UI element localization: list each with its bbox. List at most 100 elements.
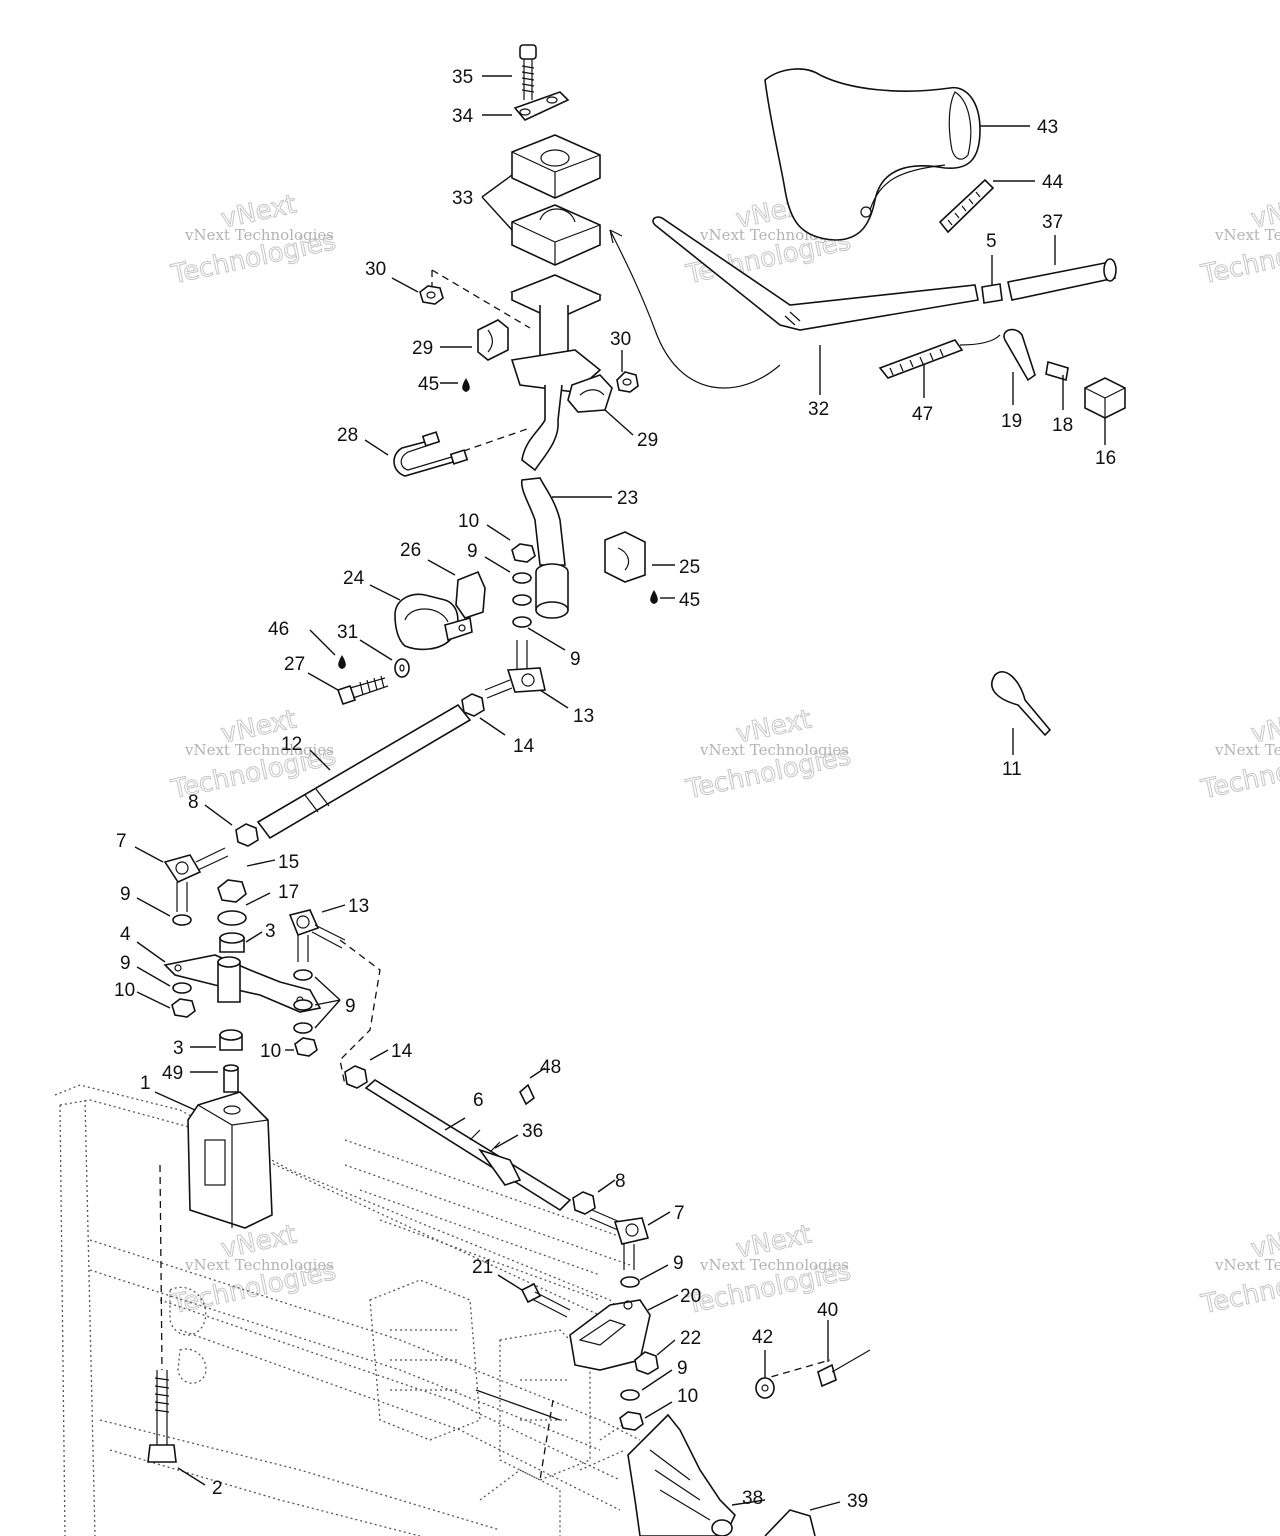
callout-7: 7	[674, 1203, 685, 1224]
part-28-u-bolt	[393, 431, 469, 477]
part-4-steering-arm	[163, 954, 322, 1013]
watermark: vNext vNext Technologies Technologies	[1197, 1219, 1280, 1321]
part-37-grip	[1007, 258, 1117, 301]
part-22-nut	[634, 1351, 659, 1375]
callout-48: 48	[540, 1057, 561, 1078]
callout-45: 45	[418, 374, 439, 395]
callout-30: 30	[365, 259, 386, 280]
part-6-tie-rod	[364, 1079, 572, 1212]
watermark: vNext vNext Technologies Technologies	[682, 704, 854, 806]
part-7-ball-joint	[589, 1209, 650, 1270]
leader-lines	[134, 75, 1106, 1511]
callout-43: 43	[1037, 117, 1058, 138]
part-3-bushing	[219, 932, 245, 953]
part-9-washer	[172, 914, 192, 926]
part-5-ring	[981, 283, 1003, 304]
part-45-sealant-drop	[650, 590, 658, 604]
part-15-nut	[217, 879, 247, 903]
part-1-support	[187, 1091, 273, 1229]
callout-10: 10	[260, 1041, 281, 1062]
callout-24: 24	[343, 568, 365, 589]
part-42-washer	[755, 1377, 775, 1399]
callout-17: 17	[278, 882, 299, 903]
callout-27: 27	[284, 654, 305, 675]
callout-9: 9	[673, 1253, 684, 1274]
part-11-cable-tie	[991, 671, 1052, 737]
svg-text:vNext Technologies: vNext Technologies	[1214, 741, 1280, 759]
callout-3: 3	[265, 921, 276, 942]
callout-8: 8	[188, 792, 199, 813]
part-32-handlebar	[652, 216, 979, 331]
callout-13: 13	[573, 706, 594, 727]
part-46-sealant-drop	[338, 655, 346, 669]
callout-26: 26	[400, 540, 421, 561]
callout-labels: 35 34 33 30 29 45 30 29 28 23 10 9 26 24…	[114, 67, 1116, 1512]
part-10-nut	[171, 998, 196, 1018]
callout-13: 13	[348, 896, 369, 917]
callout-12: 12	[281, 734, 302, 755]
callout-10: 10	[458, 511, 479, 532]
callout-7: 7	[116, 831, 127, 852]
part-35-bolt	[519, 44, 537, 100]
part-14-nut	[461, 693, 485, 717]
callout-2: 2	[212, 1478, 223, 1499]
callout-23: 23	[617, 488, 638, 509]
callout-9: 9	[120, 884, 131, 905]
part-38-boot	[627, 1413, 736, 1536]
svg-text:vNext Technologies: vNext Technologies	[184, 1256, 334, 1274]
part-48-grease-fitting	[519, 1083, 535, 1106]
callout-9: 9	[120, 953, 131, 974]
part-39-bracket	[764, 1509, 816, 1536]
callout-46: 46	[268, 619, 289, 640]
part-43-handlebar-cover	[764, 68, 981, 241]
watermark: vNext vNext Technologies Technologies	[1197, 704, 1280, 806]
callout-32: 32	[808, 399, 829, 420]
callout-47: 47	[912, 404, 933, 425]
callout-31: 31	[337, 622, 358, 643]
watermark: vNext vNext Technologies Technologies	[167, 1219, 339, 1321]
callout-44: 44	[1042, 172, 1064, 193]
part-9-washer	[293, 969, 313, 981]
callout-5: 5	[986, 231, 997, 252]
part-24-bracket	[394, 593, 473, 651]
part-9-washer	[293, 999, 313, 1011]
part-26-bushing	[455, 570, 486, 619]
part-10-nut	[511, 543, 536, 563]
callout-9: 9	[467, 541, 478, 562]
callout-18: 18	[1052, 415, 1073, 436]
part-34-plate	[513, 91, 570, 121]
part-40-rivet	[817, 1349, 871, 1388]
part-21-bolt	[520, 1282, 571, 1318]
callout-29: 29	[637, 430, 658, 451]
part-45-sealant-drop	[462, 378, 470, 392]
svg-text:vNext Technologies: vNext Technologies	[699, 1256, 849, 1274]
svg-text:vNext Technologies: vNext Technologies	[699, 741, 849, 759]
callout-38: 38	[742, 1488, 763, 1509]
callout-35: 35	[452, 67, 473, 88]
callout-3: 3	[173, 1038, 184, 1059]
callout-37: 37	[1042, 212, 1063, 233]
svg-text:vNext Technologies: vNext Technologies	[1214, 226, 1280, 244]
part-9-washer	[620, 1276, 640, 1288]
callout-33: 33	[452, 188, 473, 209]
callout-20: 20	[680, 1286, 701, 1307]
part-17-washer	[217, 910, 247, 926]
part-30-nut	[616, 371, 639, 393]
part-33-upper-clamp	[511, 134, 601, 199]
part-20-lever	[569, 1299, 651, 1371]
part-14-nut	[344, 1065, 368, 1089]
callout-45: 45	[679, 590, 700, 611]
callout-29: 29	[412, 338, 433, 359]
part-9-washer	[620, 1389, 640, 1401]
callout-39: 39	[847, 1491, 868, 1512]
watermark: vNext vNext Technologies Technologies	[1197, 189, 1280, 291]
callout-36: 36	[522, 1121, 543, 1142]
part-23-column-tube	[520, 477, 569, 619]
part-16-connector	[1084, 377, 1126, 419]
part-9-washer	[293, 1022, 313, 1034]
callout-21: 21	[472, 1257, 493, 1278]
part-33-lower-clamp	[511, 204, 601, 266]
part-25-bushing	[604, 531, 646, 583]
part-8-nut	[235, 823, 259, 847]
